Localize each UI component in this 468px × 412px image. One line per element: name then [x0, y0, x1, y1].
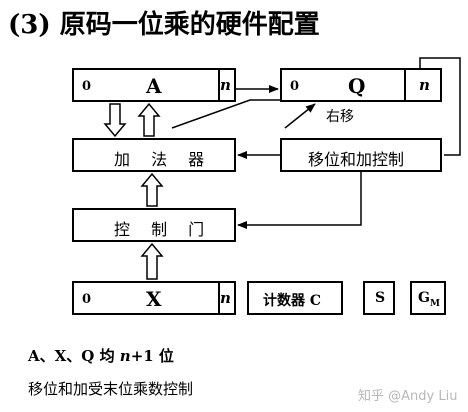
counter-label: 计数器 C: [263, 293, 322, 309]
control-gate-box: 控 制 门: [72, 208, 236, 242]
page-title: (3) 原码一位乘的硬件配置: [8, 10, 320, 40]
gm-label: GM: [418, 290, 440, 309]
shift-diagonal-q: [284, 103, 316, 129]
q-loop-line: [419, 57, 461, 156]
register-x-divider: [218, 283, 220, 313]
shift-add-control-box: 移位和加控制: [280, 138, 442, 172]
register-a-left-bit: 0: [82, 79, 92, 94]
sign-box: S: [363, 281, 395, 315]
adder-box: 加 法 器: [72, 138, 236, 172]
adder-label: 加 法 器: [114, 150, 213, 169]
register-q-ext-bit: n: [419, 76, 430, 94]
sign-label: S: [375, 290, 386, 306]
register-a-label: A: [146, 74, 162, 98]
gm-box: GM: [410, 281, 446, 315]
register-x-label: X: [146, 287, 162, 311]
register-a: 0 A n: [72, 68, 236, 102]
shift-add-control-label: 移位和加控制: [308, 150, 405, 169]
shift-right-label: 右移: [326, 109, 354, 125]
x-to-gate-bus: [140, 242, 164, 280]
control-to-gate-arrow: [237, 172, 362, 229]
register-q-extension: n: [404, 68, 442, 102]
watermark: 知乎 @Andy Liu: [358, 389, 458, 404]
shift-diagonal-a: [171, 99, 280, 129]
control-gate-label: 控 制 门: [114, 220, 213, 239]
register-a-right-bit: n: [220, 76, 231, 94]
adder-to-a-bus: [137, 102, 161, 137]
register-a-divider: [218, 70, 220, 100]
counter-box: 计数器 C: [247, 281, 343, 315]
note-line-2: 移位和加受末位乘数控制: [28, 380, 194, 398]
register-x: 0 X n: [72, 281, 236, 315]
register-x-left-bit: 0: [82, 292, 92, 307]
register-q-left-bit: 0: [290, 79, 300, 94]
gate-to-adder-bus: [140, 172, 164, 207]
a-to-adder-bus: [103, 103, 127, 138]
register-q-label: Q: [348, 74, 366, 98]
note-line-1: A、X、Q 均 n+1 位: [28, 347, 174, 365]
register-x-right-bit: n: [220, 289, 231, 307]
